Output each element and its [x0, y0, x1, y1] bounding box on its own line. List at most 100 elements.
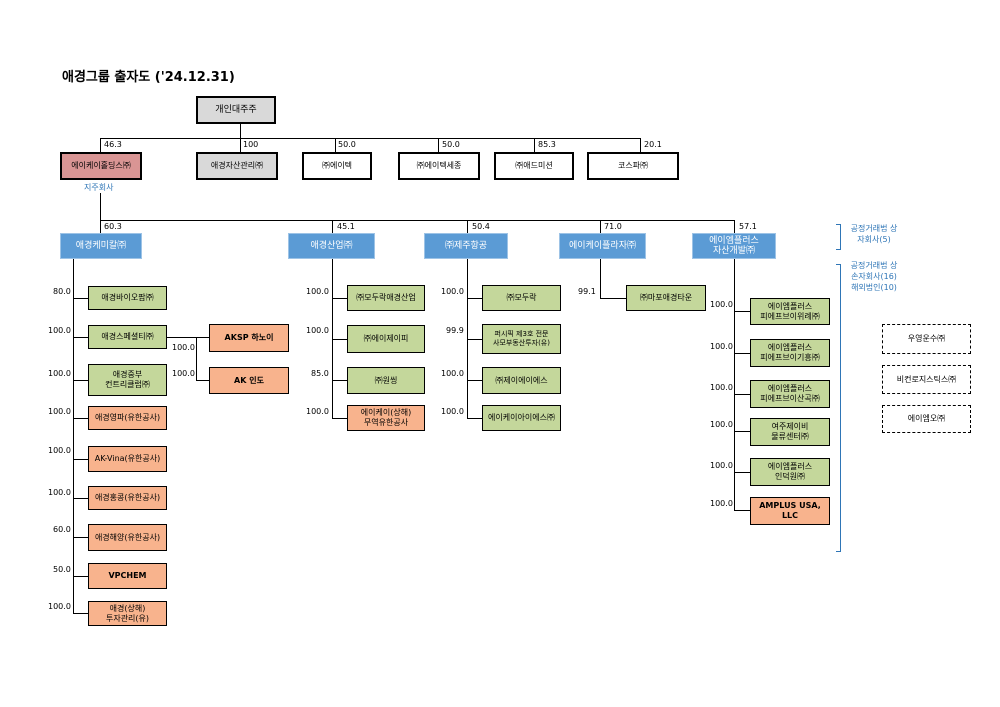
amplus-child-pct: 100.0	[710, 499, 733, 508]
chem-child-box: 애경스페셜티㈜	[88, 325, 167, 349]
amplus-child-box: 에이엠플러스 피에프브이산곡㈜	[750, 380, 830, 408]
connector	[734, 472, 750, 473]
amplus-child-pct: 100.0	[710, 300, 733, 309]
aytech-sejong-box: ㈜에이텍세종	[398, 152, 480, 180]
plaza-child-pct: 99.1	[578, 287, 596, 296]
connector	[240, 138, 241, 152]
chem-child-box: 애경바이오팜㈜	[88, 286, 167, 310]
connector	[73, 259, 74, 614]
connector	[73, 613, 88, 614]
connector	[467, 220, 468, 233]
aytech-pct: 50.0	[338, 140, 356, 149]
connector	[534, 138, 535, 152]
amplus-child-box: AMPLUS USA, LLC	[750, 497, 830, 525]
chem-child-pct: 80.0	[53, 287, 71, 296]
industry-child-box: 에이케이(상해) 무역유한공사	[347, 405, 425, 431]
industry-child-pct: 100.0	[306, 326, 329, 335]
amplus-child-box: 에이엠플러스 인덕원㈜	[750, 458, 830, 486]
subsidiary-bracket	[836, 224, 841, 250]
amplus-child-box: 에이엠플러스 피에프브이기흥㈜	[750, 339, 830, 367]
plaza-child-box: ㈜마포애경타운	[626, 285, 706, 311]
jeju-pct: 50.4	[472, 222, 490, 231]
connector	[332, 220, 333, 233]
connector	[332, 298, 347, 299]
connector	[734, 510, 750, 511]
holdings-pct: 46.3	[104, 140, 122, 149]
asset-mgmt-pct: 100	[243, 140, 259, 149]
connector	[100, 193, 101, 233]
connector	[734, 311, 750, 312]
industry-child-box: ㈜에이제이피	[347, 325, 425, 353]
connector	[73, 337, 88, 338]
jeju-box: ㈜제주항공	[424, 233, 508, 259]
connector	[332, 418, 347, 419]
chem-child-box: 애경영파(유한공사)	[88, 406, 167, 430]
connector	[73, 498, 88, 499]
amplus-child-pct: 100.0	[710, 420, 733, 429]
admission-pct: 85.3	[538, 140, 556, 149]
other-company-box: 에이엠오㈜	[882, 405, 971, 433]
connector	[100, 138, 641, 139]
connector	[73, 298, 88, 299]
connector	[600, 298, 626, 299]
jeju-child-box: ㈜모두락	[482, 285, 561, 311]
chem-child-pct: 60.0	[53, 525, 71, 534]
connector	[467, 298, 482, 299]
chem-child-pct: 100.0	[48, 446, 71, 455]
connector	[73, 459, 88, 460]
plaza-box: 에이케이플라자㈜	[559, 233, 646, 259]
connector	[240, 123, 241, 138]
specialty-child-box: AK 인도	[209, 367, 289, 394]
connector	[167, 337, 196, 338]
chem-child-pct: 100.0	[48, 602, 71, 611]
chem-child-box: 애경해양(유한공사)	[88, 524, 167, 551]
specialty-child-box: AKSP 하노이	[209, 324, 289, 352]
cospa-pct: 20.1	[644, 140, 662, 149]
industry-child-box: ㈜원씽	[347, 367, 425, 394]
holding-company-label: 지주회사	[84, 183, 114, 192]
connector	[73, 418, 88, 419]
chem-child-box: 애경홍콩(유한공사)	[88, 486, 167, 510]
jeju-child-pct: 100.0	[441, 287, 464, 296]
connector	[73, 537, 88, 538]
jeju-child-box: 퍼시픽 제3호 전문 사모부동산투자(유)	[482, 324, 561, 354]
jeju-child-pct: 99.9	[446, 326, 464, 335]
industry-box: 애경산업㈜	[288, 233, 375, 259]
connector	[196, 337, 197, 381]
amplus-child-box: 여주제이비 물류센터㈜	[750, 418, 830, 446]
connector	[467, 339, 482, 340]
specialty-child-pct: 100.0	[172, 343, 195, 352]
jeju-child-box: 에이케이아이에스㈜	[482, 405, 561, 431]
jeju-child-pct: 100.0	[441, 369, 464, 378]
industry-child-box: ㈜모두락애경산업	[347, 285, 425, 311]
connector	[600, 220, 601, 233]
other-company-box: 우영운수㈜	[882, 324, 971, 354]
other-company-box: 비컨로지스틱스㈜	[882, 365, 971, 394]
admission-box: ㈜애드미션	[494, 152, 574, 180]
connector	[734, 259, 735, 511]
subsidiary-note: 공정거래법 상 자회사(5)	[850, 224, 898, 244]
connector	[73, 380, 88, 381]
amplus-child-pct: 100.0	[710, 383, 733, 392]
industry-pct: 45.1	[337, 222, 355, 231]
connector	[734, 220, 735, 233]
aytech-box: ㈜에이텍	[302, 152, 372, 180]
connector	[467, 418, 482, 419]
industry-child-pct: 85.0	[311, 369, 329, 378]
connector	[640, 138, 641, 152]
chem-child-pct: 100.0	[48, 369, 71, 378]
jeju-child-box: ㈜제이에이에스	[482, 367, 561, 394]
connector	[734, 394, 750, 395]
chem-child-box: AK-Vina(유한공사)	[88, 446, 167, 472]
amplus-box: 에이엠플러스 자산개발㈜	[692, 233, 776, 259]
specialty-child-pct: 100.0	[172, 369, 195, 378]
chem-child-pct: 50.0	[53, 565, 71, 574]
chem-child-pct: 100.0	[48, 488, 71, 497]
connector	[335, 138, 336, 152]
connector	[734, 431, 750, 432]
chem-child-box: 애경중부 컨트리클럽㈜	[88, 364, 167, 396]
connector	[100, 138, 101, 152]
amplus-pct: 57.1	[739, 222, 757, 231]
holdings-box: 에이케이홀딩스㈜	[60, 152, 142, 180]
